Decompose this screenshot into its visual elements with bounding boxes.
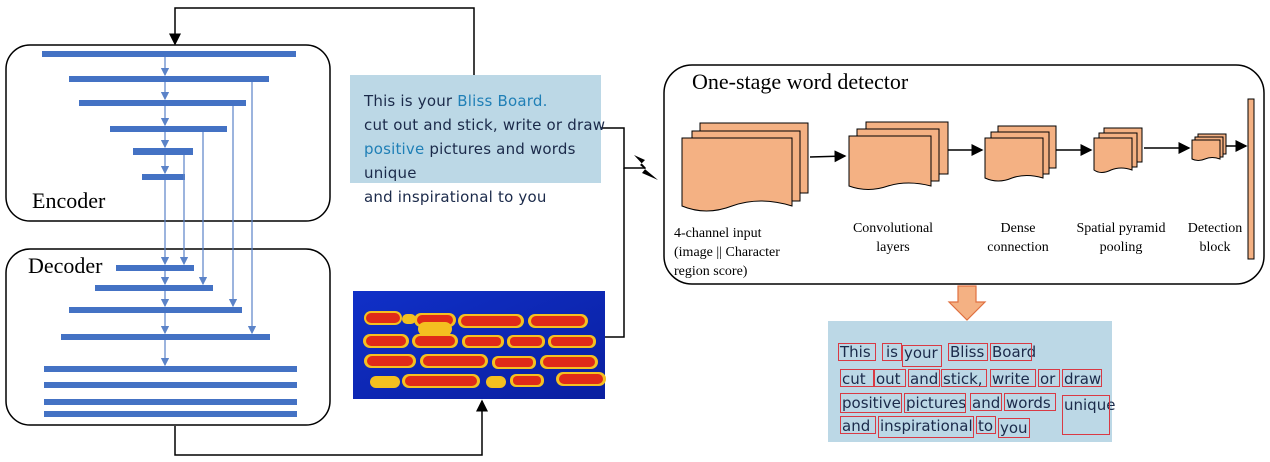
word-box	[1062, 395, 1110, 435]
stage-conv-label: Convolutional layers	[852, 221, 934, 255]
flow-arrows	[160, 57, 257, 367]
word: Board	[992, 343, 1037, 361]
word: or	[1040, 370, 1056, 388]
word-box	[970, 393, 1002, 411]
block-conv	[848, 121, 949, 190]
word-box	[976, 416, 996, 434]
word: Bliss	[950, 343, 985, 361]
word: draw	[1064, 370, 1102, 388]
word: out	[876, 370, 901, 388]
word: positive	[842, 394, 901, 412]
decoder-bar	[116, 265, 194, 271]
down-arrow-icon	[947, 285, 987, 321]
word-box	[838, 343, 876, 361]
word: and	[842, 417, 871, 435]
word-box	[878, 416, 974, 438]
word-box	[840, 393, 902, 413]
word-box	[840, 416, 876, 434]
lightning-icon	[634, 155, 658, 180]
word-box	[990, 369, 1036, 387]
encoder-bar	[69, 76, 269, 82]
word: is	[886, 343, 898, 361]
encoder-label: Encoder	[32, 188, 106, 213]
block-dense	[984, 125, 1057, 182]
word-box	[902, 345, 942, 367]
word: stick,	[943, 370, 983, 388]
word-box	[990, 343, 1032, 361]
encoder-box	[5, 44, 331, 222]
word: inspirational	[880, 417, 973, 435]
decoder-bar	[69, 307, 242, 313]
detector-box	[663, 64, 1265, 285]
heatmap-blobs	[363, 311, 606, 388]
word-box	[840, 369, 874, 387]
block-detect	[1191, 133, 1227, 161]
encoder-bar	[142, 174, 185, 180]
word: pictures	[906, 394, 967, 412]
decoder-bars	[44, 265, 297, 417]
encoder-bar	[79, 100, 246, 106]
feature-blocks	[681, 98, 1255, 260]
word-box	[941, 369, 987, 387]
stage-dense-label: Dense connection	[987, 221, 1049, 255]
word: and	[972, 394, 1001, 412]
decoder-label: Decoder	[28, 253, 103, 278]
stage-detect-label: Detection block	[1187, 221, 1243, 255]
stage-spp-label: Spatial pyramid pooling	[1076, 221, 1166, 255]
word-box	[948, 343, 988, 361]
detector-title: One-stage word detector	[692, 69, 909, 94]
decoder-bar	[44, 411, 297, 417]
word: cut	[842, 370, 866, 388]
heatmap-image	[353, 291, 606, 399]
word-box	[1004, 393, 1056, 411]
word-box	[908, 369, 940, 387]
word: your	[904, 344, 938, 362]
word: you	[1000, 419, 1028, 437]
word-box	[882, 343, 902, 361]
decoder-bar	[44, 366, 297, 372]
encoder-bar	[133, 148, 193, 155]
input-photo: This is your Bliss Board. cut out and st…	[350, 75, 605, 206]
block-output-bar	[1247, 98, 1255, 260]
photo-text: This is your Bliss Board. cut out and st…	[364, 92, 606, 206]
encoder-bars	[42, 51, 296, 180]
word: words	[1006, 394, 1051, 412]
block-input	[681, 122, 809, 212]
word: This	[840, 343, 871, 361]
block-spp	[1093, 127, 1143, 173]
decoder-bar	[44, 382, 297, 388]
output-photo: This is your Bliss Board cut out and sti…	[828, 321, 1116, 442]
word-box	[904, 393, 966, 413]
decoder-box	[5, 248, 331, 426]
loop-lines	[169, 7, 645, 456]
word-box	[1062, 369, 1102, 387]
word: to	[978, 417, 994, 435]
decoder-bar	[61, 334, 270, 340]
decoder-bar	[44, 399, 297, 405]
decoder-bar	[95, 285, 213, 291]
word-box	[1038, 369, 1060, 387]
word: and	[910, 370, 939, 388]
word-box	[998, 418, 1030, 438]
stage-input-label: 4-channel input (image || Character regi…	[674, 226, 780, 279]
word: write	[992, 370, 1030, 388]
word-box	[874, 369, 906, 387]
encoder-bar	[110, 126, 227, 132]
block-arrows	[809, 140, 1248, 163]
word: unique	[1064, 396, 1116, 414]
encoder-bar	[42, 51, 296, 57]
